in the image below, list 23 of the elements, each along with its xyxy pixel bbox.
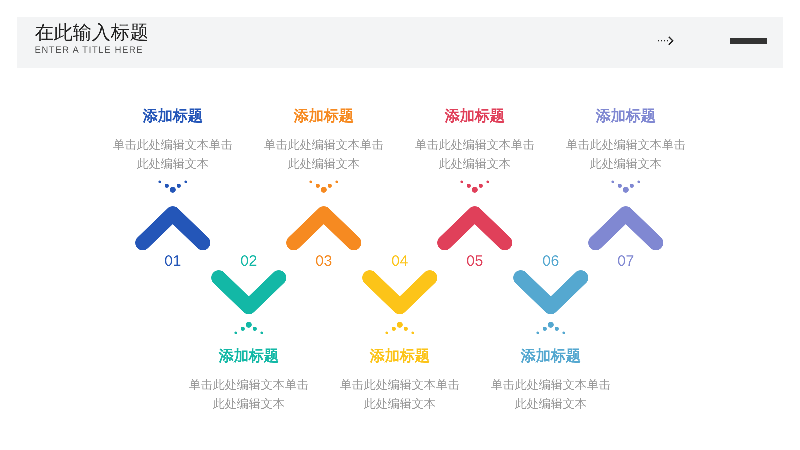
- step-number: 03: [314, 253, 334, 271]
- step-heading: 添加标题: [595, 107, 657, 127]
- step-heading: 添加标题: [142, 107, 204, 127]
- step-description: 单击此处编辑文本单击此处编辑文本: [565, 137, 687, 173]
- step-number: 07: [616, 253, 636, 271]
- step-number: 06: [542, 253, 560, 271]
- step-description: 单击此处编辑文本单击此处编辑文本: [490, 377, 612, 413]
- step-heading: 添加标题: [293, 107, 355, 127]
- step-heading: 添加标题: [369, 347, 431, 367]
- step-description: 单击此处编辑文本单击此处编辑文本: [414, 137, 536, 173]
- step-number: 01: [164, 253, 182, 271]
- step-description: 单击此处编辑文本单击此处编辑文本: [112, 137, 234, 173]
- slide-title: 在此输入标题: [35, 22, 149, 46]
- step-description: 单击此处编辑文本单击此处编辑文本: [339, 377, 461, 413]
- step-heading: 添加标题: [218, 347, 280, 367]
- step-description: 单击此处编辑文本单击此处编辑文本: [188, 377, 310, 413]
- step-heading: 添加标题: [444, 107, 506, 127]
- slide-subtitle: ENTER A TITLE HERE: [35, 45, 144, 55]
- step-description: 单击此处编辑文本单击此处编辑文本: [263, 137, 385, 173]
- step-heading: 添加标题: [520, 347, 582, 367]
- step-number: 05: [466, 253, 484, 271]
- step-number: 02: [240, 253, 258, 271]
- step-number: 04: [390, 253, 410, 271]
